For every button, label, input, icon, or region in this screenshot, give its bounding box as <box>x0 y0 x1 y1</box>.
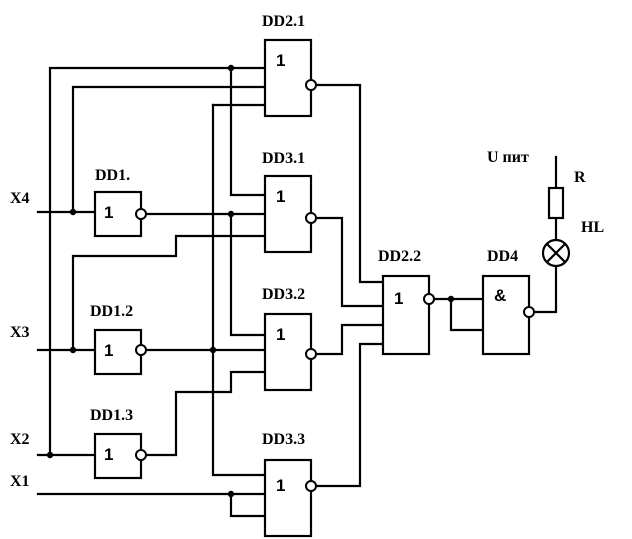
gate-symbol: 1 <box>276 476 285 495</box>
gate-dd1-3: 1 DD1.3 <box>90 407 147 480</box>
lamp-icon <box>541 238 571 268</box>
bus-x3-upper <box>71 234 267 352</box>
gate-dd4: & DD4 <box>481 248 535 356</box>
input-label-x2: X2 <box>10 431 30 448</box>
input-label-x1: X1 <box>10 473 30 490</box>
gate-symbol: & <box>494 286 506 305</box>
wire-dd4-out <box>532 264 558 314</box>
junction-dot <box>209 346 217 354</box>
gate-label: DD3.2 <box>262 286 305 303</box>
junction-dot <box>227 210 235 218</box>
junction-dot <box>69 208 77 216</box>
gate-dd2-1: 1 DD2.1 <box>262 13 317 118</box>
junction-dot <box>227 490 235 498</box>
gate-label: DD1.3 <box>90 407 133 424</box>
gate-label: DD3.1 <box>262 150 305 167</box>
gate-symbol: 1 <box>276 51 285 70</box>
input-label-x4: X4 <box>10 190 30 207</box>
gate-label: DD1. <box>95 167 130 184</box>
bus-x3-inv-vert <box>211 103 267 477</box>
junction-dot <box>447 295 455 303</box>
gate-dd3-1: 1 DD3.1 <box>262 150 317 254</box>
gate-dd1-2: 1 DD1.2 <box>90 303 147 376</box>
gate-dd3-2: 1 DD3.2 <box>262 286 317 392</box>
supply-label: U пит <box>487 149 529 166</box>
wire-dd4-in-lower <box>449 297 485 332</box>
input-label-x3: X3 <box>10 324 30 341</box>
lamp-label: HL <box>581 219 604 236</box>
bus-x1-stub <box>229 492 267 518</box>
bus-x2 <box>48 66 267 457</box>
resistor-label: R <box>574 169 586 186</box>
bus-x4 <box>71 85 267 214</box>
gate-symbol: 1 <box>276 325 285 344</box>
output-circuit: U пит R HL <box>487 149 604 268</box>
bus-x2-inv-col <box>229 66 267 197</box>
gate-symbol: 1 <box>276 187 285 206</box>
gate-symbol: 1 <box>104 341 113 360</box>
gate-symbol: 1 <box>394 289 403 308</box>
wire-dd3-1-out <box>314 216 385 308</box>
gate-dd3-3: 1 DD3.3 <box>262 431 317 538</box>
gate-label: DD2.1 <box>262 13 305 30</box>
wire-dd3-2-out <box>314 323 385 356</box>
junction-dot <box>46 451 54 459</box>
wire-dd1-3-out <box>144 370 267 457</box>
gate-symbol: 1 <box>104 445 113 464</box>
junction-dot <box>69 346 77 354</box>
gate-dd2-2: 1 DD2.2 <box>378 248 435 356</box>
gate-dd1-1: 1 DD1. <box>93 167 147 238</box>
gate-label: DD4 <box>487 248 518 265</box>
wire-dd2-1-out <box>314 83 385 284</box>
junction-dot <box>227 64 235 72</box>
junctions <box>46 64 455 498</box>
gate-label: DD2.2 <box>378 248 421 265</box>
resistor-icon <box>547 186 565 220</box>
wire-dd3-3-out <box>314 342 385 488</box>
gate-label: DD3.3 <box>262 431 305 448</box>
gate-symbol: 1 <box>104 203 113 222</box>
wires <box>36 66 558 518</box>
input-labels: X4 X3 X2 X1 <box>10 190 30 490</box>
gate-label: DD1.2 <box>90 303 133 320</box>
bus-x1-col <box>229 212 267 337</box>
